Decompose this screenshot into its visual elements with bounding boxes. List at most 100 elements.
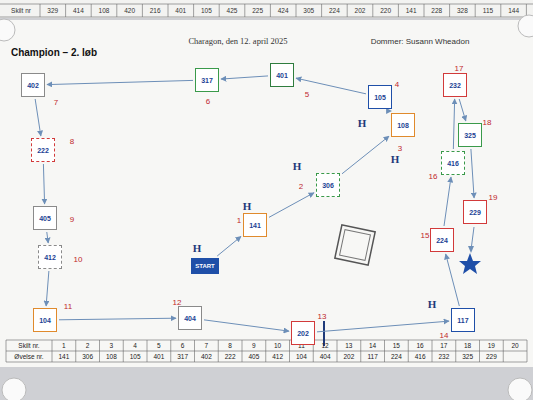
callout-number: 9 xyxy=(70,215,74,224)
table-rule xyxy=(193,4,194,17)
exercise-sign: 2306 xyxy=(316,173,340,197)
table-cell: 5 xyxy=(157,342,161,349)
table-rule xyxy=(0,17,533,18)
table-rule xyxy=(321,4,322,17)
table-cell: 19 xyxy=(488,342,495,349)
course-arrow xyxy=(453,99,454,149)
course-arrow xyxy=(446,254,460,306)
table-cell: 222 xyxy=(225,353,236,360)
table-rule xyxy=(432,340,433,362)
exercise-number: 104 xyxy=(39,317,51,324)
table-cell: 104 xyxy=(296,353,307,360)
table-cell: 117 xyxy=(367,353,377,360)
handler-mark: H xyxy=(243,200,252,212)
table-cell: 14 xyxy=(369,342,376,349)
exercise-sign: 7402 xyxy=(21,73,45,97)
finish-star xyxy=(459,253,481,274)
callout-number: 15 xyxy=(421,231,430,240)
exercise-sign: 4105 xyxy=(368,85,392,109)
table-rule xyxy=(244,4,245,17)
table-cell: 141 xyxy=(406,7,417,14)
table-rule xyxy=(265,340,266,362)
table-rule xyxy=(168,4,169,17)
exercise-number: 224 xyxy=(436,237,448,244)
table-cell: 2 xyxy=(86,342,90,349)
finish-arrowhead xyxy=(468,246,474,253)
suction-cup xyxy=(0,19,15,41)
exercise-sign: 14117 xyxy=(451,308,475,332)
table-cell: 305 xyxy=(303,7,314,14)
table-cell: 16 xyxy=(417,342,424,349)
callout-number: 2 xyxy=(299,182,303,191)
table-cell: 6 xyxy=(181,342,185,349)
table-rule xyxy=(398,4,399,17)
table-cell: 20 xyxy=(512,342,519,349)
table-rule xyxy=(347,4,348,17)
table-cell: 424 xyxy=(278,7,289,14)
table-rule xyxy=(147,340,148,362)
exercise-number: 317 xyxy=(201,77,213,84)
exercise-number: 401 xyxy=(276,72,288,79)
exercise-number: 222 xyxy=(37,147,49,154)
table-grids xyxy=(0,4,533,362)
course-title: Champion – 2. løb xyxy=(11,47,97,58)
table-cell: 416 xyxy=(415,353,426,360)
table-cell: 306 xyxy=(82,353,93,360)
callout-number: 11 xyxy=(64,302,72,311)
exercise-sign: 12404 xyxy=(178,306,202,330)
exercise-sign: 3108 xyxy=(391,113,415,137)
course-arrow xyxy=(342,136,389,174)
callout-number: 10 xyxy=(74,255,83,264)
handler-mark: H xyxy=(193,242,202,254)
table-rule xyxy=(170,340,171,362)
table-rule xyxy=(6,362,527,363)
exercise-number: 229 xyxy=(469,209,481,216)
callout-number: 18 xyxy=(483,118,492,127)
exercise-sign: 1141 xyxy=(243,213,267,237)
course-arrow xyxy=(35,99,41,136)
course-arrow xyxy=(47,232,48,243)
table-rule xyxy=(6,351,527,352)
course-arrow xyxy=(444,177,451,226)
exercise-sign: 18325 xyxy=(458,123,482,147)
table-rule xyxy=(116,4,117,17)
exercise-number: 412 xyxy=(44,254,56,261)
table-cell: 402 xyxy=(201,353,212,360)
table-rule xyxy=(123,340,124,362)
table-cell: 404 xyxy=(320,353,331,360)
obstacle-outline xyxy=(335,225,375,265)
table-rule xyxy=(424,4,425,17)
table-cell: 108 xyxy=(99,7,110,14)
table-rule xyxy=(6,340,527,341)
exercise-number: 117 xyxy=(457,317,468,324)
callout-number: 7 xyxy=(54,98,58,107)
exercise-number: 416 xyxy=(447,160,459,167)
handler-mark: H xyxy=(358,117,367,129)
table-cell: 216 xyxy=(150,7,161,14)
exercise-sign: 15224 xyxy=(430,228,454,252)
top-table-band xyxy=(0,0,533,18)
table-cell: Skilt nr xyxy=(11,7,31,14)
handler-mark: H xyxy=(428,298,437,310)
exercise-number: 232 xyxy=(449,82,461,89)
exercise-number: 306 xyxy=(322,182,334,189)
table-cell: 3 xyxy=(110,342,114,349)
table-cell: 414 xyxy=(73,7,84,14)
table-cell: 10 xyxy=(274,342,281,349)
callout-number: 16 xyxy=(429,172,438,181)
course-arrow xyxy=(204,320,289,331)
table-cell: 17 xyxy=(440,342,447,349)
callout-number: 1 xyxy=(237,216,241,225)
table-cell: Øvelse nr. xyxy=(14,353,43,360)
callout-number: 19 xyxy=(489,193,498,202)
callout-number: 12 xyxy=(173,298,182,307)
table-cell: 13 xyxy=(345,342,352,349)
table-cell: 325 xyxy=(462,353,473,360)
table-rule xyxy=(40,4,41,17)
table-rule xyxy=(0,4,533,5)
table-cell: 228 xyxy=(431,7,442,14)
handler-mark: H xyxy=(391,153,400,165)
table-cell: 225 xyxy=(252,7,263,14)
table-rule xyxy=(142,4,143,17)
